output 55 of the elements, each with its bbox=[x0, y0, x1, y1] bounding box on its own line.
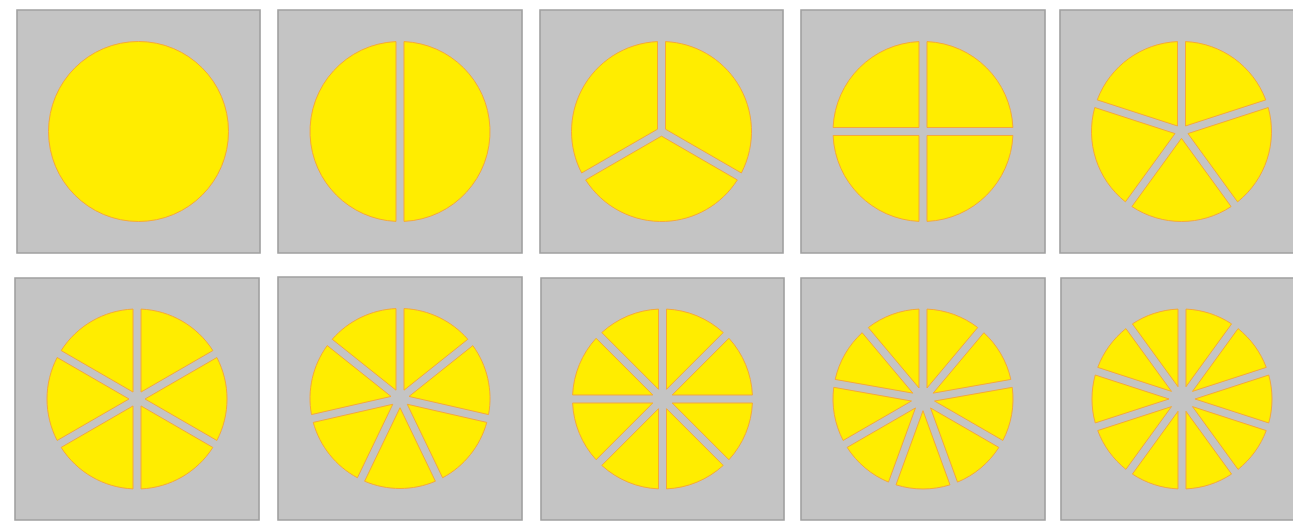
pie-slice bbox=[832, 386, 912, 441]
pie-slice bbox=[1187, 107, 1272, 203]
pie-slice bbox=[1185, 41, 1267, 127]
pie-slice bbox=[834, 332, 914, 394]
pie-slice bbox=[1191, 406, 1267, 470]
pie-slice bbox=[309, 345, 392, 416]
pie-slice bbox=[572, 337, 654, 396]
pie-slice bbox=[1131, 410, 1179, 490]
pie-slice bbox=[665, 41, 752, 174]
pie-slice bbox=[867, 308, 920, 389]
pie-slice bbox=[934, 386, 1014, 441]
pie-slice bbox=[331, 308, 397, 391]
pie-slice bbox=[666, 308, 724, 390]
pie-circle bbox=[48, 41, 229, 222]
pie-slice bbox=[1097, 328, 1173, 392]
pie-slice bbox=[926, 308, 979, 389]
pie-slice bbox=[406, 403, 488, 479]
pie-slice bbox=[403, 41, 491, 222]
pie-slice bbox=[926, 41, 1014, 128]
pie-slice bbox=[846, 407, 916, 483]
pie-slice bbox=[601, 308, 659, 390]
pie-slice bbox=[312, 403, 394, 479]
pie-slice bbox=[403, 308, 469, 391]
pie-slice bbox=[144, 357, 228, 441]
pie-slice bbox=[671, 402, 753, 461]
pie-slice bbox=[46, 357, 130, 441]
pie-slice bbox=[60, 405, 134, 490]
pie-slice bbox=[832, 41, 920, 128]
pie-slice bbox=[601, 408, 659, 490]
pie-slice bbox=[1097, 406, 1173, 470]
pie-slice bbox=[1131, 137, 1232, 222]
pie-slice bbox=[572, 402, 654, 461]
pie-slice bbox=[140, 405, 214, 490]
pie-slice bbox=[1194, 374, 1273, 424]
pie-slice bbox=[571, 41, 658, 174]
pie-slice bbox=[1131, 308, 1179, 388]
pie-slice bbox=[585, 135, 738, 222]
pie-slice bbox=[1091, 374, 1170, 424]
pie-slice bbox=[1191, 328, 1267, 392]
pie-slice bbox=[930, 407, 1000, 483]
pie-slice bbox=[140, 308, 214, 393]
pie-slice bbox=[1091, 107, 1176, 203]
pie-slice bbox=[895, 410, 951, 490]
pie-slice bbox=[1185, 308, 1233, 388]
pie-slice bbox=[926, 135, 1014, 222]
pie-slice bbox=[832, 135, 920, 222]
pie-slice bbox=[60, 308, 134, 393]
pie-slice bbox=[1096, 41, 1178, 127]
pie-slice bbox=[671, 337, 753, 396]
pie-slice bbox=[309, 41, 397, 222]
pie-slice bbox=[666, 408, 724, 490]
pie-slice bbox=[1185, 410, 1233, 490]
pie-slice bbox=[364, 407, 436, 489]
pie-slice bbox=[932, 332, 1012, 394]
pie-slice bbox=[408, 345, 491, 416]
